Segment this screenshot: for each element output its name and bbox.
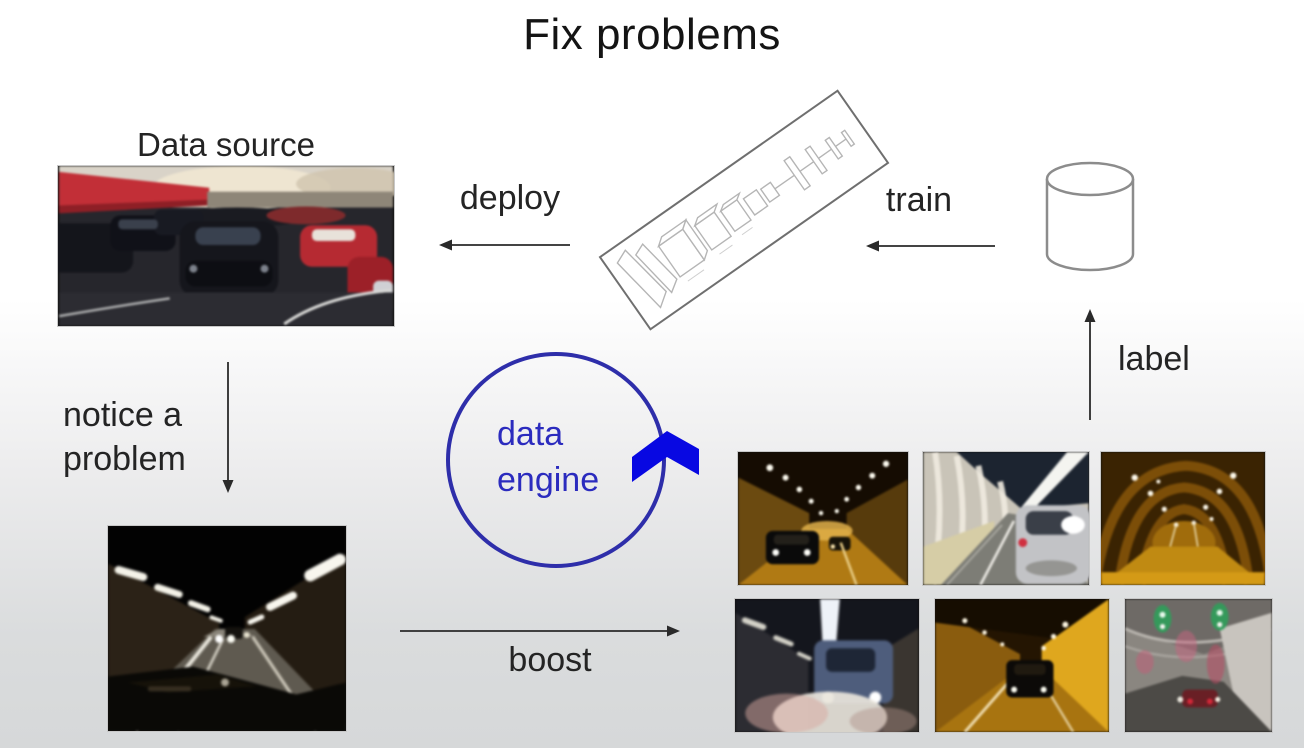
tunnel-grid-image-1 [737, 451, 909, 586]
data-engine-line1: data [497, 415, 564, 453]
tunnel-grid-image-6 [1124, 598, 1273, 733]
dataset-cylinder-icon [1042, 160, 1138, 276]
deploy-label: deploy [459, 179, 561, 217]
problem-tunnel-image [107, 525, 347, 732]
notice-line2: problem [63, 440, 186, 478]
neural-network-sketch-icon [616, 129, 856, 309]
notice-a-problem-label: notice a problem [63, 393, 186, 481]
boost-label: boost [508, 641, 592, 679]
data-engine-label: data engine [497, 411, 599, 503]
tunnel-scene [108, 526, 346, 731]
notice-line1: notice a [63, 396, 183, 434]
data-source-image [57, 165, 395, 327]
data-source-label: Data source [137, 126, 315, 163]
gray-tunnel-signals-scene [1125, 599, 1272, 732]
train-label: train [885, 181, 953, 219]
label-label: label [1118, 340, 1190, 378]
page-title: Fix problems [523, 10, 781, 59]
cycle-chevron-icon [626, 425, 706, 487]
tunnel-grid-image-4 [734, 598, 920, 733]
dark-tunnel-truck-scene [735, 599, 919, 732]
neural-network-box [598, 89, 890, 331]
tunnel-grid-image-2 [922, 451, 1090, 586]
amber-tunnel-car-scene [935, 599, 1109, 732]
data-engine-circle [446, 352, 666, 568]
orange-arch-tunnel-scene [1101, 452, 1265, 585]
parking-lot-scene [58, 166, 394, 326]
tunnel-grid-image-3 [1100, 451, 1266, 586]
tunnel-grid-image-5 [934, 598, 1110, 733]
amber-tunnel-scene [738, 452, 908, 585]
data-engine-line2: engine [497, 461, 600, 499]
gray-tunnel-car-scene [923, 452, 1089, 585]
